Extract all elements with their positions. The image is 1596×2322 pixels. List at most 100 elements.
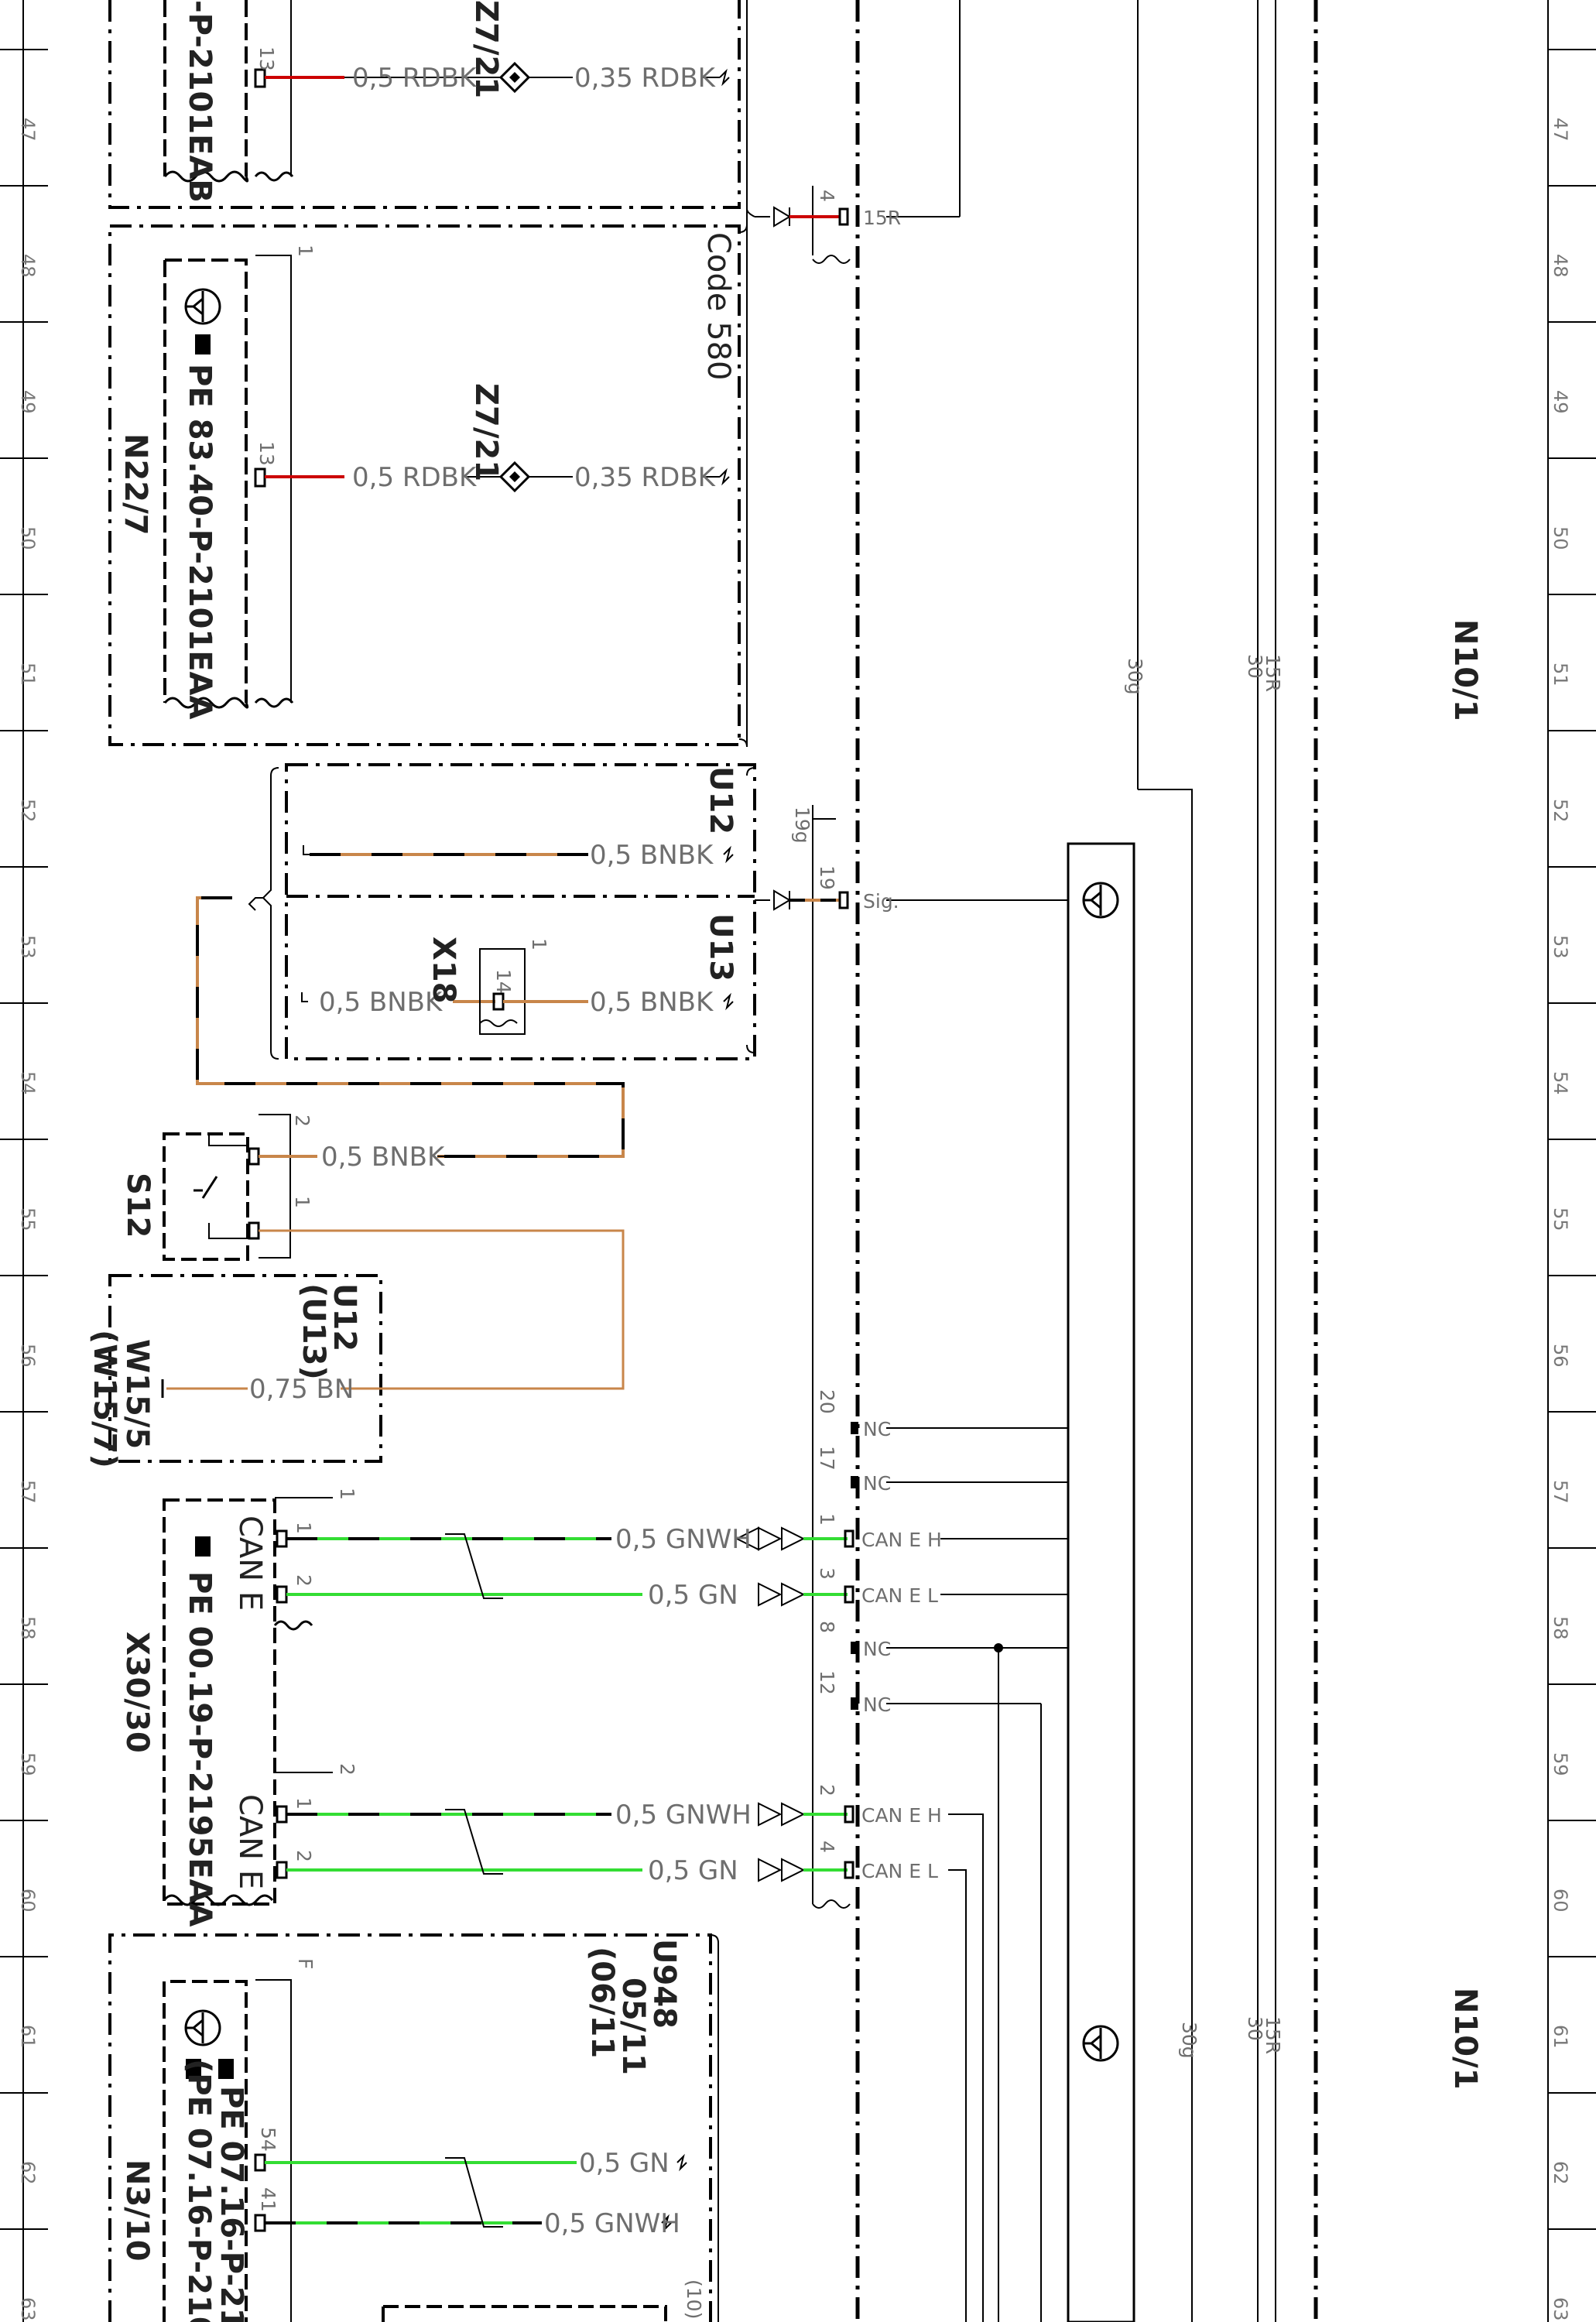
ruler-num: 58	[1550, 1616, 1571, 1640]
ruler-num: 47	[1550, 118, 1571, 142]
pin-19-sig	[755, 805, 1068, 911]
ruler-num: 62	[17, 2161, 39, 2185]
pin-signal: NC	[863, 1694, 891, 1716]
hand-pointer-icon	[195, 334, 211, 354]
pin-label: 1	[816, 1513, 838, 1526]
pin-label: 20	[816, 1389, 838, 1414]
wire-u13	[301, 948, 734, 1035]
pin-label: 13	[255, 46, 278, 71]
pin-label: 8	[816, 1621, 838, 1633]
wire-label: 0,5 BNBK	[319, 987, 444, 1018]
ruler-num: 55	[17, 1207, 39, 1231]
pin-label: 4	[816, 190, 838, 202]
connector-column	[812, 0, 860, 2322]
pin-label: 1	[528, 938, 550, 950]
pin-label: 2	[816, 1784, 838, 1796]
ruler-num: 60	[17, 1889, 39, 1913]
pin-label: 19	[816, 865, 838, 890]
pin-signal: NC	[863, 1418, 891, 1440]
n3-10-id: N3/10	[119, 2159, 155, 2262]
ruler-num: 63	[1550, 2297, 1571, 2321]
n10-1-label-a: N10/1	[1447, 619, 1483, 721]
ruler-num: 58	[17, 1616, 39, 1640]
pin-signal: CAN E H	[861, 1804, 942, 1827]
pin-label: 2	[291, 1115, 313, 1127]
wire-label: 0,5 GNWH	[544, 2208, 680, 2239]
ruler-num: 52	[1550, 799, 1571, 823]
x30-30-id: X30/30	[119, 1632, 155, 1753]
wire-label: 0,5 BNBK	[321, 1142, 446, 1173]
pin-label: 14	[492, 969, 515, 994]
transistor-icon	[1082, 882, 1119, 919]
n10-1-bus	[1067, 0, 1318, 2322]
wire-top-rdbk	[254, 61, 730, 94]
ruler-numbers-left: 47 48 49 50 51 52 53 54 55 56 57 58 59 6…	[17, 118, 39, 2321]
top-module	[108, 0, 741, 209]
wire-label: 0,5 BNBK	[590, 987, 714, 1018]
wire-label: 0,5 GNWH	[615, 1524, 752, 1555]
wire-can1	[286, 1526, 1068, 1607]
wire-label: 0,5 BNBK	[590, 840, 714, 871]
ruler-num: 61	[1550, 2025, 1571, 2049]
ruler-num: 59	[17, 1752, 39, 1776]
n22-7-module	[108, 0, 755, 748]
wire-u12	[303, 845, 734, 864]
pin-label: 2	[293, 1574, 315, 1587]
pin-label: 1	[294, 245, 317, 257]
wire-label: 30	[1244, 654, 1266, 679]
ruler-num: 62	[1550, 2161, 1571, 2185]
z7-21-top-label: Z7/21	[468, 0, 504, 98]
n22-7-id: N22/7	[118, 433, 153, 536]
w15-5-id2: (W15/7)	[87, 1330, 122, 1468]
ruler-num: 50	[17, 526, 39, 550]
pin-label: 1	[293, 1522, 315, 1534]
can-e-label-1: CAN E	[232, 1515, 268, 1611]
hand-pointer-icon	[186, 2059, 234, 2079]
n3-10-doc2: (PE 07.16-P-210	[181, 2059, 217, 2322]
w15-5-box	[108, 1229, 625, 1463]
wire-label: 15R	[1262, 2016, 1284, 2054]
ruler-numbers-right: 47 48 49 50 51 52 53 54 55 56 57 58 59 6…	[1550, 118, 1571, 2321]
hand-pointer-icon	[195, 1536, 211, 1557]
ruler-num: 56	[17, 1344, 39, 1368]
w15-5-u12: U12	[327, 1283, 362, 1351]
n10-1-label-b: N10/1	[1447, 1988, 1483, 2090]
can-e-label-2: CAN E	[232, 1794, 268, 1889]
transistor-icon	[1082, 2025, 1119, 2062]
ruler-num: 53	[1550, 935, 1571, 959]
ruler-num: 49	[17, 390, 39, 414]
upper-doc-ref: -P-2101EAB	[182, 0, 217, 203]
pin-label: 1	[336, 1488, 358, 1500]
pin-label: 2	[336, 1763, 358, 1776]
pin-label: 3	[816, 1567, 838, 1580]
wire-label: 30g	[1124, 658, 1146, 695]
x18-label: X18	[426, 937, 461, 1004]
ruler-num: 53	[17, 935, 39, 959]
wire-label: 0,5 RDBK	[352, 63, 478, 94]
x30-30-box	[163, 1497, 333, 1906]
ruler-num: 54	[1550, 1071, 1571, 1095]
pin-signal: 15R	[863, 207, 901, 229]
wire-label: 0,5 GNWH	[615, 1800, 752, 1831]
pin-label: 41	[257, 2187, 279, 2212]
n3-10-doc1: PE 07.16-P-210	[214, 2086, 249, 2322]
code-580-label: Code 580	[700, 232, 736, 380]
s12-label: S12	[120, 1173, 156, 1238]
wire-mid-rdbk	[254, 461, 730, 493]
wire-n3-10	[265, 2153, 687, 2232]
pin-4-15r	[755, 0, 961, 228]
wire-label: 0,75 BN	[249, 1374, 354, 1405]
pin-signal: CAN E H	[861, 1529, 942, 1551]
ruler-num: 57	[1550, 1480, 1571, 1504]
x30-30-doc-ref: PE 00.19-P-2195EAA	[182, 1571, 217, 1927]
ruler-num: 59	[1550, 1752, 1571, 1776]
pin-label: 19g	[791, 807, 813, 844]
u13-label: U13	[703, 913, 738, 981]
date-range-2: (06/11	[584, 1947, 620, 2058]
ruler-num: 57	[17, 1480, 39, 1504]
wire-can2	[286, 1802, 984, 2322]
u948-label: U948	[646, 1939, 682, 2029]
nc-pins	[851, 1422, 1068, 2322]
ruler-num: 51	[1550, 663, 1571, 687]
